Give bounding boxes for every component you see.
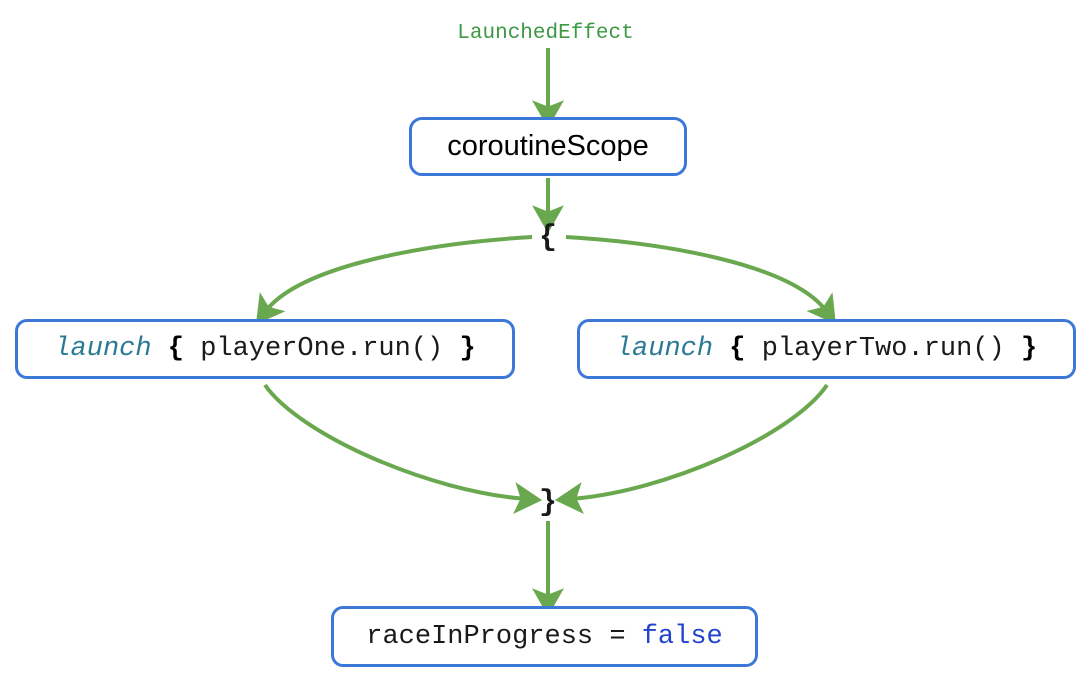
edge-open-brace-to-launch-one (255, 235, 533, 325)
launch-two-keyword: launch (615, 334, 714, 364)
launch-two-space-1 (713, 334, 729, 364)
launch-one-brace-open: { (167, 334, 184, 364)
edge-launch-two-to-close-brace (554, 383, 829, 515)
node-coroutine-scope-label: coroutineScope (447, 130, 649, 162)
edge-open-brace-to-launch-two (565, 235, 836, 325)
race-flag-value: false (641, 621, 723, 652)
node-coroutine-scope[interactable]: coroutineScope (409, 117, 687, 176)
launch-one-space-1 (152, 334, 168, 364)
launch-two-space-2 (745, 334, 761, 364)
node-race-in-progress[interactable]: raceInProgress = false (331, 606, 758, 667)
race-flag-space-2 (626, 622, 642, 652)
race-flag-space-1 (593, 622, 609, 652)
launch-one-space-2 (184, 334, 200, 364)
launch-two-space-3 (1005, 334, 1021, 364)
race-flag-operator: = (609, 621, 626, 652)
launch-one-space-3 (443, 334, 459, 364)
launch-one-keyword: launch (54, 334, 152, 364)
race-flag-variable: raceInProgress (366, 621, 594, 652)
launch-two-body: playerTwo.run() (761, 334, 1005, 364)
launched-effect-caption: LaunchedEffect (457, 22, 634, 45)
edge-launch-one-to-close-brace (263, 383, 543, 515)
junction-close-brace: } (538, 486, 557, 520)
node-launch-player-one[interactable]: launch { playerOne.run() } (15, 319, 515, 379)
launch-one-body: playerOne.run() (200, 334, 444, 364)
node-launch-player-two[interactable]: launch { playerTwo.run() } (577, 319, 1076, 379)
junction-open-brace: { (538, 221, 557, 255)
launch-two-brace-close: } (1020, 334, 1038, 364)
launch-two-code: launch { playerTwo.run() } (616, 334, 1037, 364)
launch-two-brace-open: { (729, 334, 746, 364)
launch-one-code: launch { playerOne.run() } (54, 334, 475, 364)
race-flag-code: raceInProgress = false (366, 622, 722, 652)
launch-one-brace-close: } (459, 334, 476, 364)
